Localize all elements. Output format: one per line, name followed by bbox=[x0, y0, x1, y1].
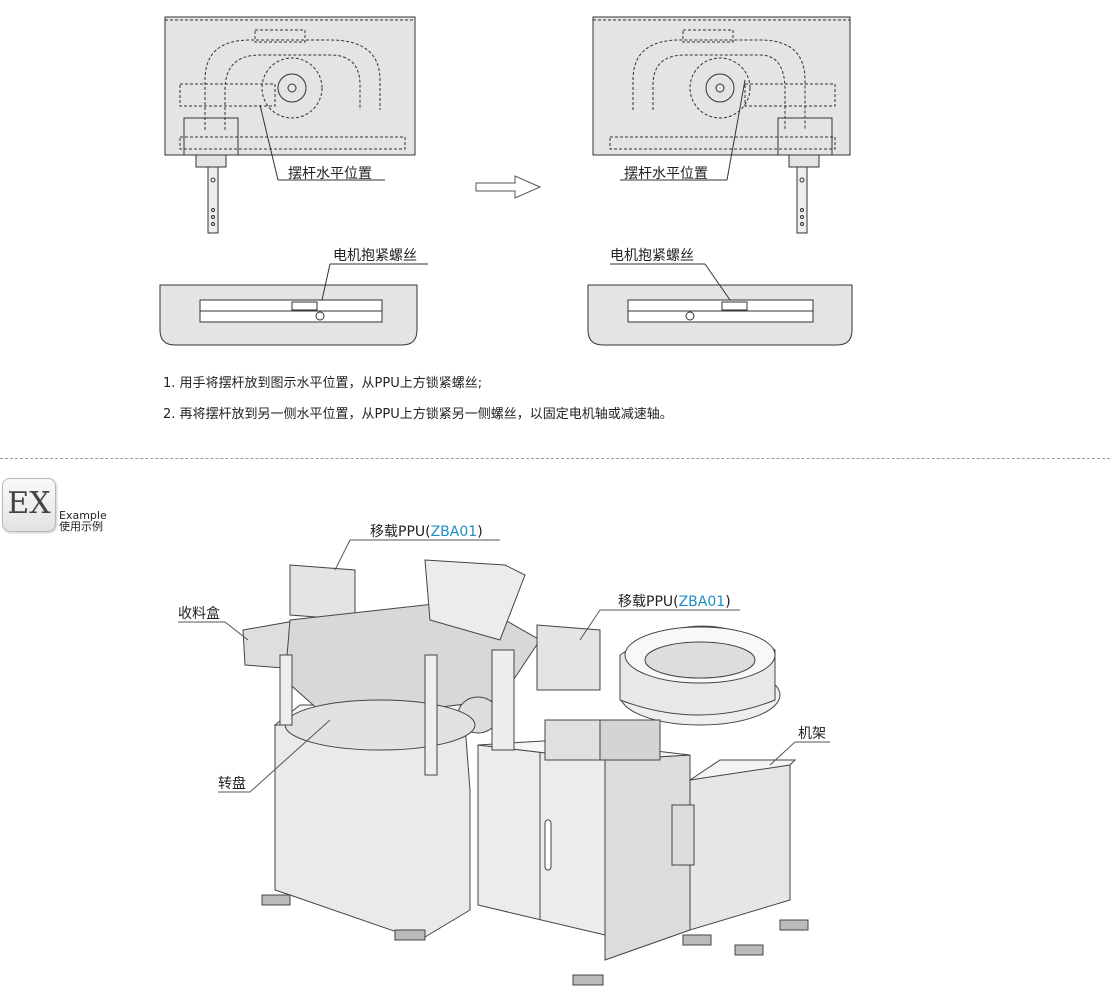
example-title-cn: 使用示例 bbox=[59, 520, 103, 533]
lever-diagram-left bbox=[164, 16, 416, 234]
example-badge: EX bbox=[2, 478, 56, 532]
frame-label: 机架 bbox=[798, 726, 826, 742]
machine-illustration bbox=[178, 539, 830, 986]
section-divider bbox=[0, 458, 1110, 459]
lever-position-label-right: 摆杆水平位置 bbox=[624, 166, 708, 182]
instruction-step-2: 2. 再将摆杆放到另一侧水平位置，从PPU上方锁紧另一侧螺丝，以固定电机轴或减速… bbox=[163, 407, 673, 422]
arrow-right-icon bbox=[475, 175, 542, 199]
instruction-step-1: 1. 用手将摆杆放到图示水平位置，从PPU上方锁紧螺丝; bbox=[163, 376, 483, 391]
ppu-label-top: 移载PPU(ZBA01) bbox=[370, 521, 483, 541]
collection-box-label: 收料盒 bbox=[178, 606, 220, 622]
lever-position-label-left: 摆杆水平位置 bbox=[288, 166, 372, 182]
ppu-label-top-close: ) bbox=[477, 524, 483, 540]
example-title-en: Example bbox=[59, 509, 107, 522]
ppu-model-code: ZBA01 bbox=[430, 524, 478, 540]
motor-screw-label-right: 电机抱紧螺丝 bbox=[610, 248, 694, 264]
ppu-label-right: 移载PPU(ZBA01) bbox=[618, 591, 731, 611]
ppu-label-right-text: 移载PPU( bbox=[618, 594, 679, 610]
screw-diagram-left bbox=[159, 263, 428, 346]
turntable-label: 转盘 bbox=[218, 776, 246, 792]
motor-screw-label-left: 电机抱紧螺丝 bbox=[333, 248, 417, 264]
ppu-label-right-close: ) bbox=[725, 594, 731, 610]
ppu-model-code: ZBA01 bbox=[678, 594, 726, 610]
lever-diagram-right bbox=[592, 16, 851, 234]
ppu-label-top-text: 移载PPU( bbox=[370, 524, 431, 540]
example-label: Example 使用示例 bbox=[59, 510, 107, 532]
screw-diagram-right bbox=[587, 263, 853, 346]
